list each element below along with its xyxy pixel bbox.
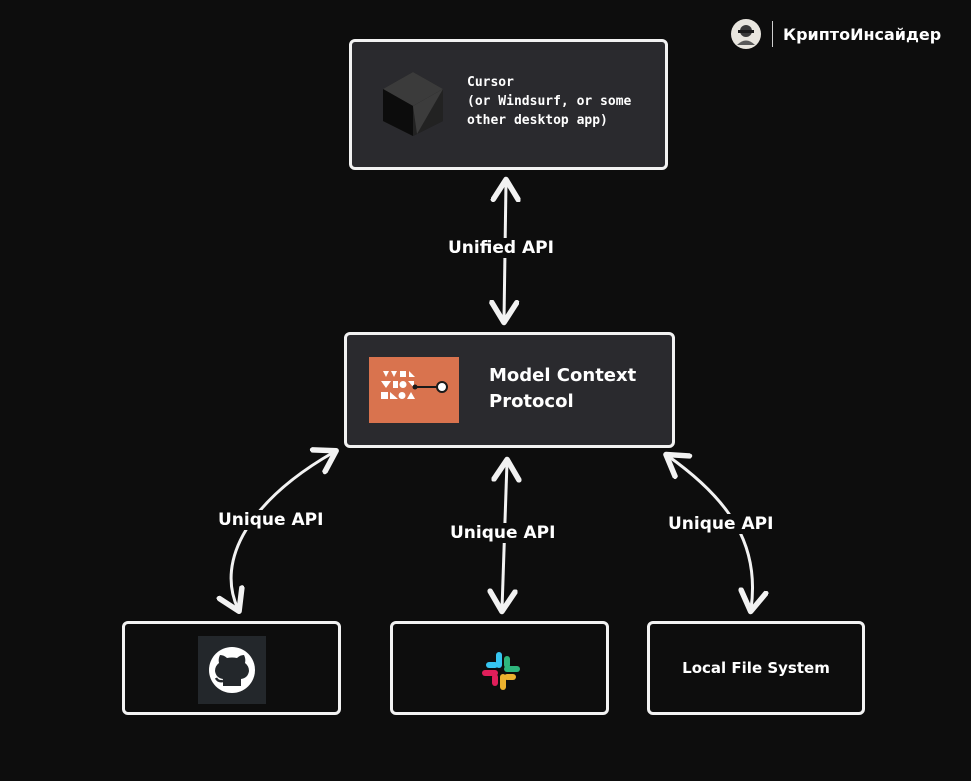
brand-header: КриптоИнсайдер <box>730 18 941 50</box>
cursor-node-label: Cursor (or Windsurf, or some other deskt… <box>467 75 632 128</box>
mcp-node-label: Model Context Protocol <box>489 365 637 412</box>
file-system-node: Local File System <box>647 621 865 715</box>
edge-label-github-unique-api: Unique API <box>214 510 328 530</box>
github-icon <box>198 636 266 704</box>
mcp-logo-icon <box>369 357 459 423</box>
slack-icon <box>479 649 523 693</box>
github-node <box>122 621 341 715</box>
brand-divider <box>772 21 773 47</box>
edge-label-unified-api: Unified API <box>444 238 558 258</box>
edge-label-slack-unique-api: Unique API <box>446 523 560 543</box>
insider-avatar-icon <box>730 18 762 50</box>
slack-node <box>390 621 609 715</box>
cursor-node: Cursor (or Windsurf, or some other deskt… <box>349 39 668 170</box>
cursor-cube-icon <box>381 70 445 138</box>
edge-github-mcp <box>231 452 334 609</box>
mcp-node: Model Context Protocol <box>344 332 675 448</box>
edge-label-fs-unique-api: Unique API <box>664 514 778 534</box>
brand-name: КриптоИнсайдер <box>783 24 942 44</box>
file-system-label: Local File System <box>682 659 830 677</box>
